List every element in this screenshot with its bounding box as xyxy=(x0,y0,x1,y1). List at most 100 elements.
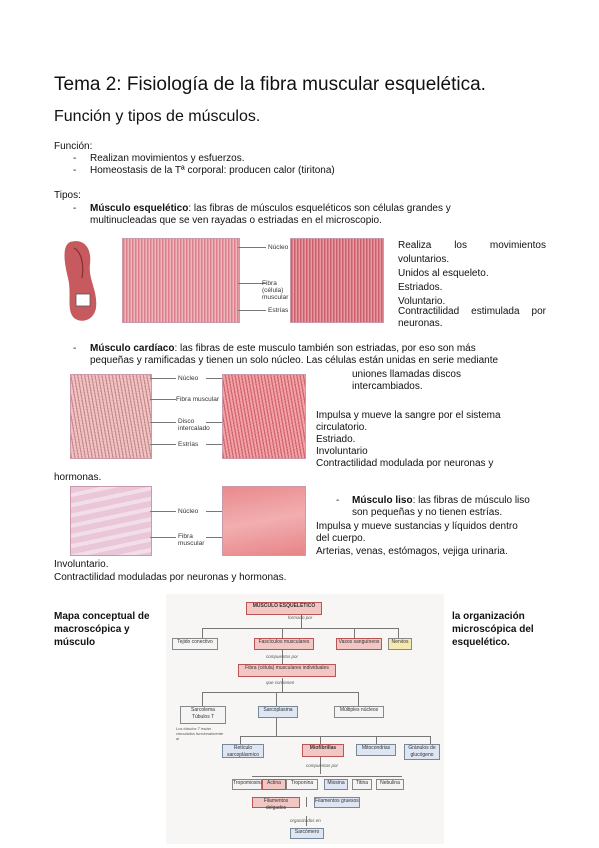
node-sarcoplasma: Sarcoplasma xyxy=(258,706,298,718)
leader-line xyxy=(238,283,266,284)
node-protein: Miosina xyxy=(324,779,348,790)
page-subtitle: Función y tipos de músculos. xyxy=(54,108,261,125)
node-protein: Nebulina xyxy=(376,779,404,790)
label-disco: Disco intercalado xyxy=(178,418,210,432)
funcion-item: Realizan movimientos y esfuerzos. xyxy=(90,153,245,164)
cardiaco-prop: circulatorio. xyxy=(316,422,368,433)
tipos-heading: Tipos: xyxy=(54,190,81,201)
leader-line xyxy=(150,444,176,445)
liso-prop: Arterias, venas, estómagos, vejiga urina… xyxy=(316,546,508,557)
esqueletico-desc: Músculo esquelético: las fibras de múscu… xyxy=(90,203,451,214)
node-reticulo: Retículo sarcoplásmico xyxy=(222,744,264,758)
cardiac-muscle-micrograph xyxy=(222,374,306,459)
cardiaco-cont: hormonas. xyxy=(54,472,102,483)
label-fibra: Fibra muscular xyxy=(176,396,219,403)
bullet-dash: - xyxy=(73,153,77,164)
liso-cont: Contractilidad moduladas por neuronas y … xyxy=(54,572,287,583)
label-fibra: Fibra (célula) muscular xyxy=(262,280,289,301)
leader-line xyxy=(238,247,266,248)
leader-line xyxy=(206,422,222,423)
smooth-muscle-micrograph xyxy=(222,486,306,556)
smooth-muscle-drawing xyxy=(70,486,152,556)
leader-line xyxy=(150,422,176,423)
edge-label: formado por xyxy=(288,615,313,620)
cardiaco-prop: Estriado. xyxy=(316,434,356,445)
label-nucleo: Núcleo xyxy=(178,375,199,382)
esqueletico-prop: Estriados. xyxy=(398,282,443,293)
label-fibra: Fibra muscular xyxy=(178,533,205,547)
skeletal-muscle-drawing xyxy=(122,238,240,323)
cardiaco-prop: Involuntario xyxy=(316,446,368,457)
liso-desc: Músculo liso: las fibras de músculo liso xyxy=(352,495,530,506)
leader-line xyxy=(206,378,222,379)
esqueletico-prop: Voluntario. xyxy=(398,296,446,307)
node-fasciculos: Fascículos musculares xyxy=(254,638,314,650)
cardiaco-prop: Impulsa y mueve la sangre por el sistema xyxy=(316,410,501,421)
leader-line xyxy=(150,378,176,379)
liso-prop: Impulsa y mueve sustancias y líquidos de… xyxy=(316,521,518,532)
cardiaco-desc: Músculo cardíaco: las fibras de este mus… xyxy=(90,343,476,354)
funcion-heading: Función: xyxy=(54,141,93,152)
node-vasos: Vasos sanguíneos xyxy=(336,638,382,650)
cardiaco-desc4: intercambiados. xyxy=(352,381,423,392)
leader-line xyxy=(150,511,176,512)
node-miofibrillas: Miofibrillas xyxy=(302,744,344,757)
node-protein: Titina xyxy=(352,779,372,790)
cardiaco-desc3: uniones llamadas discos xyxy=(352,369,461,380)
skeletal-muscle-micrograph xyxy=(290,238,384,323)
bullet-dash: - xyxy=(336,495,340,506)
leader-line xyxy=(206,511,222,512)
node-multiples: Múltiples núcleos xyxy=(334,706,384,718)
node-nervios: Nervios xyxy=(388,638,412,650)
leader-line xyxy=(206,444,222,445)
leader-line xyxy=(238,310,266,311)
esqueletico-desc2: multinucleadas que se ven rayadas o estr… xyxy=(90,215,382,226)
esqueletico-prop: Contractilidad estimulada por xyxy=(398,306,546,317)
label-estrias: Estrías xyxy=(178,441,199,448)
page-title: Tema 2: Fisiología de la fibra muscular … xyxy=(54,74,486,95)
edge-label: Los túbulos T están vinculados funcional… xyxy=(176,726,224,741)
mapa-right: esquelético. xyxy=(452,637,510,648)
bullet-dash: - xyxy=(73,203,77,214)
node-glucogeno: Gránulos de glucógeno xyxy=(404,744,440,760)
mapa-right: microscópica del xyxy=(452,624,534,635)
edge-label: organizados en xyxy=(290,818,321,823)
mapa-left: macroscópica y xyxy=(54,624,130,635)
esqueletico-prop: voluntarios. xyxy=(398,254,450,265)
mapa-right: la organización xyxy=(452,611,525,622)
esqueletico-prop: Realiza los movimientos xyxy=(398,240,546,251)
arm-illustration xyxy=(62,238,102,324)
liso-prop: del cuerpo. xyxy=(316,533,366,544)
bullet-dash: - xyxy=(73,343,77,354)
edge-label: compuestas por xyxy=(306,763,339,768)
leader-line xyxy=(206,537,222,538)
cardiaco-desc2: pequeñas y ramificadas y tienen un solo … xyxy=(90,355,499,366)
edge-label: que contienen xyxy=(266,680,295,685)
esqueletico-prop: Unidos al esqueleto. xyxy=(398,268,489,279)
leader-line xyxy=(150,537,176,538)
leader-line xyxy=(150,399,176,400)
bullet-dash: - xyxy=(73,165,77,176)
node-fibra: Fibra (célula) musculares individuales xyxy=(238,664,336,677)
node-protein: Tropomiosina xyxy=(232,779,263,790)
label-nucleo: Núcleo xyxy=(178,508,199,515)
cardiac-muscle-drawing xyxy=(70,374,152,459)
liso-desc2: son pequeñas y no tienen estrías. xyxy=(352,507,503,518)
node-sarcomero: Sarcómero xyxy=(290,828,324,839)
mapa-left: músculo xyxy=(54,637,96,648)
node-root: MÚSCULO ESQUELÉTICO xyxy=(246,602,322,615)
esqueletico-prop: neuronas. xyxy=(398,318,443,329)
funcion-item: Homeostasis de la Tª corporal: producen … xyxy=(90,165,335,176)
node-delgados: Filamentos delgados xyxy=(252,797,300,811)
node-protein: Actina xyxy=(262,779,286,790)
label-estrias: Estrías xyxy=(268,307,289,314)
cardiaco-prop: Contractilidad modulada por neuronas y xyxy=(316,458,494,469)
mapa-left: Mapa conceptual de xyxy=(54,611,150,622)
node-mitocondrias: Mitocondrias xyxy=(356,744,396,756)
edge-label: compuestos por xyxy=(266,654,299,659)
node-tejido: Tejido conectivo xyxy=(172,638,218,650)
liso-cont: Involuntario. xyxy=(54,559,109,570)
node-protein: Troponina xyxy=(286,779,318,790)
label-nucleo: Núcleo xyxy=(268,244,289,251)
